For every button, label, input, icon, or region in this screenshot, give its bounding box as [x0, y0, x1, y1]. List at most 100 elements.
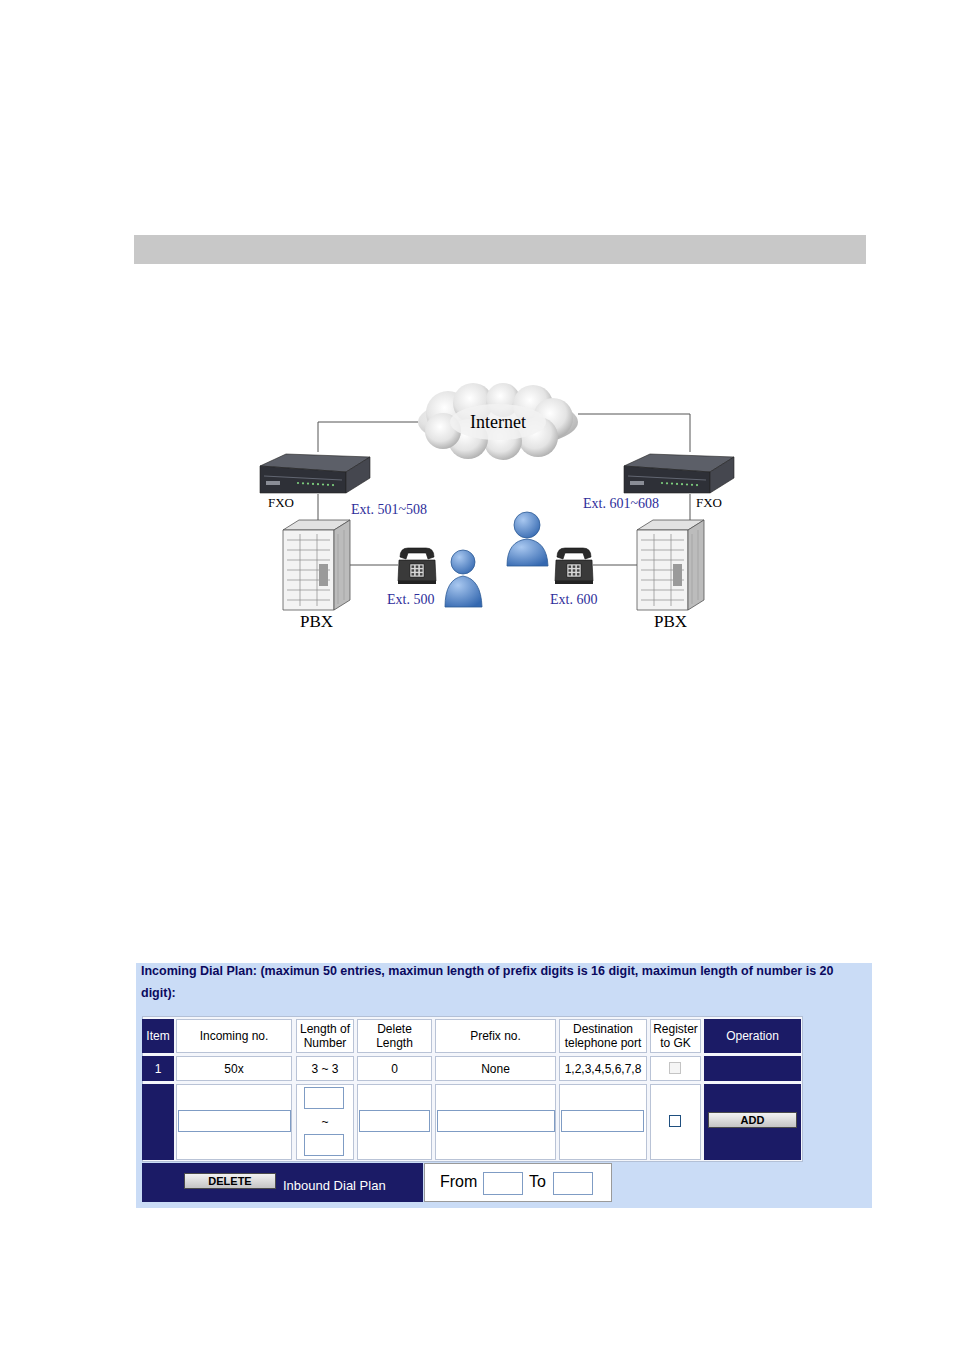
svg-line	[698, 530, 699, 600]
svg-circle	[322, 483, 324, 485]
panel-heading: Incoming Dial Plan: (maximun 50 entries,…	[141, 960, 869, 1004]
svg-line	[344, 530, 345, 600]
text-input	[553, 1172, 593, 1195]
table-cell: Destination telephone port	[559, 1019, 647, 1053]
checkbox	[669, 1115, 681, 1127]
svg-rect	[398, 581, 436, 584]
svg-line	[317, 534, 318, 606]
column-header: Register to GK	[653, 1022, 698, 1050]
connector-line	[593, 565, 637, 566]
svg-line	[641, 560, 684, 561]
svg-circle	[676, 483, 678, 485]
svg-circle	[686, 483, 688, 485]
telephone: Ext. 600	[555, 543, 593, 585]
svg-line	[641, 550, 684, 551]
table-cell: Register to GK	[650, 1019, 701, 1053]
pbx: PBX	[283, 520, 350, 610]
svg-line	[628, 476, 706, 480]
column-header: Delete Length	[360, 1022, 429, 1050]
column-header: Incoming no.	[200, 1029, 269, 1043]
svg-polygon	[283, 530, 334, 610]
svg-circle	[661, 482, 663, 484]
table-cell: Length of Number	[296, 1019, 354, 1053]
svg-rect	[555, 581, 593, 584]
table-value: 50x	[224, 1062, 243, 1076]
svg-circle	[312, 483, 314, 485]
button-label: ADD	[741, 1114, 765, 1126]
svg-ellipse	[450, 404, 546, 440]
text-input	[483, 1172, 523, 1195]
person-body	[445, 576, 482, 607]
node-label: Internet	[470, 412, 526, 433]
table-cell: Prefix no.	[435, 1019, 556, 1053]
svg-rect	[416, 573, 419, 575]
svg-line	[654, 534, 655, 606]
svg-polygon	[334, 520, 350, 610]
svg-circle	[691, 484, 693, 486]
svg-rect	[410, 564, 424, 577]
push-button: DELETE	[184, 1173, 276, 1189]
svg-circle	[332, 484, 334, 486]
checkbox-disabled	[669, 1062, 681, 1074]
pbx-cabinet	[283, 520, 350, 610]
svg-rect	[569, 573, 572, 575]
svg-rect	[673, 564, 682, 586]
svg-circle	[696, 484, 698, 486]
text-input	[561, 1110, 644, 1132]
pbx-cabinet	[637, 520, 704, 610]
table-value: 1,2,3,4,5,6,7,8	[565, 1062, 642, 1076]
svg-rect	[630, 481, 644, 485]
push-button: ADD	[708, 1112, 797, 1128]
fxo-gateway	[622, 452, 736, 494]
person-body	[507, 539, 548, 566]
svg-line	[641, 540, 684, 541]
svg-path	[400, 548, 434, 559]
column-header: Destination telephone port	[562, 1022, 644, 1050]
svg-line	[641, 590, 684, 591]
svg-rect	[319, 564, 328, 586]
svg-polygon	[624, 466, 710, 493]
svg-rect	[569, 566, 572, 568]
svg-circle	[307, 483, 309, 485]
svg-line	[671, 534, 672, 606]
pbx: PBX	[637, 520, 704, 610]
svg-rect	[412, 569, 415, 571]
svg-line	[338, 534, 339, 604]
svg-line	[287, 590, 330, 591]
svg-circle	[302, 482, 304, 484]
svg-polygon	[637, 530, 688, 610]
svg-rect	[412, 566, 415, 568]
node-label: Ext. 501~508	[351, 502, 427, 518]
connector-line	[690, 494, 691, 520]
svg-line	[692, 534, 693, 604]
svg-rect	[577, 573, 580, 575]
node-label: PBX	[654, 612, 687, 632]
navy-cell	[142, 1084, 174, 1160]
svg-polygon	[398, 560, 436, 581]
svg-line	[641, 600, 684, 601]
node-label: PBX	[300, 612, 333, 632]
person-head	[514, 512, 540, 538]
navy-cell: Item	[142, 1019, 174, 1053]
text-input	[359, 1110, 430, 1132]
navy-cell: Operation	[704, 1019, 801, 1053]
svg-rect	[567, 564, 581, 577]
text-input	[304, 1134, 344, 1156]
text-input	[437, 1110, 555, 1132]
svg-circle	[317, 483, 319, 485]
svg-polygon	[346, 457, 370, 493]
node-label: FXO	[696, 496, 722, 511]
navy-cell	[704, 1056, 801, 1081]
svg-rect	[577, 566, 580, 568]
telephone	[555, 543, 593, 585]
svg-rect	[420, 573, 423, 575]
svg-rect	[416, 569, 419, 571]
svg-line	[287, 600, 330, 601]
svg-rect	[420, 566, 423, 568]
table-value: 0	[391, 1062, 398, 1076]
fxo-gateway: Ext. 601~608FXO	[622, 452, 736, 494]
table-cell: 3 ~ 3	[296, 1056, 354, 1081]
fxo-gateway: FXOExt. 501~508	[258, 452, 372, 494]
svg-circle	[297, 482, 299, 484]
form-label: Inbound Dial Plan	[283, 1177, 386, 1195]
